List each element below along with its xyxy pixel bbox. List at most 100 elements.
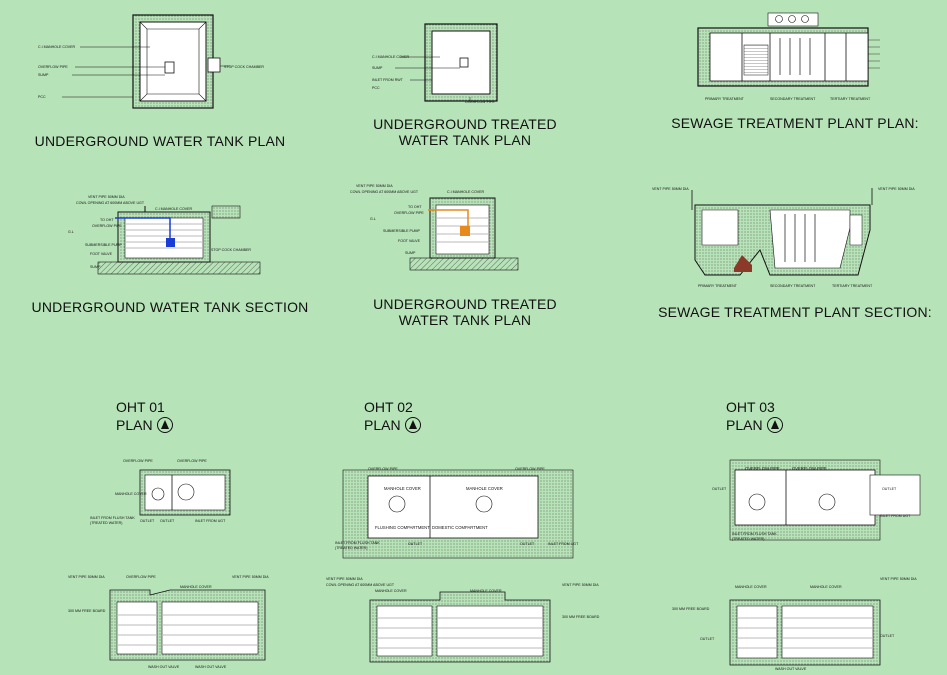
label-vent-pipe: VENT PIPE 50MM DIA [880, 577, 917, 581]
water-lines [378, 617, 542, 649]
title-stp-plan: SEWAGE TREATMENT PLANT PLAN: [671, 115, 919, 131]
title-line: UNDERGROUND TREATED [373, 116, 557, 132]
label-wash-out-valve: WASH OUT VALVE [195, 665, 227, 669]
label-treated-water: (TREATED WATER) [732, 537, 764, 541]
primary-chamber [701, 209, 739, 246]
label-free-board: 300 MM FREE BOARD [68, 609, 106, 613]
label-vent-pipe: VENT PIPE 50MM DIA [68, 575, 105, 579]
title-stp-section: SEWAGE TREATMENT PLANT SECTION: [658, 304, 932, 320]
label-inlet-from-ugt: INLET FROM UGT [195, 519, 226, 523]
label-tertiary-treatment: TERTIARY TREATMENT [830, 97, 871, 101]
label-manhole-cover: MANHOLE COVER [470, 589, 502, 593]
label-to-oht: TO OHT [408, 205, 422, 209]
label-manhole-cover: MANHOLE COVER [810, 585, 842, 589]
oht-name: OHT 02 [364, 399, 413, 415]
label-submersible-pump: SUBMERSIBLE PUMP [383, 229, 421, 233]
label-outlet: OUTLET [880, 634, 895, 638]
label-foot-valve: FOOT VALVE [90, 252, 113, 256]
label-primary-treatment: PRIMARY TREATMENT [698, 284, 738, 288]
side-chamber [869, 474, 921, 516]
oht02-section-drawing: VENT PIPE 50MM DIA COWL OPENING AT 600MM… [326, 577, 600, 663]
label-overflow-pipe: OVERFLOW PIPE [92, 224, 122, 228]
plan-line [139, 93, 207, 102]
secondary-chamber [769, 209, 851, 269]
ug-tank-plan-drawing: C.I MANHOLE COVER OVERFLOW PIPE SUMP PCC… [38, 14, 264, 109]
label-inlet-from-flush-tank: INLET FROM FLUSH TANK [732, 532, 777, 536]
label-overflow-pipe: OVERFLOW PIPE [515, 467, 545, 471]
north-arrow-icon [766, 417, 783, 433]
oht01-section-drawing: VENT PIPE 50MM DIA OVERFLOW PIPE MANHOLE… [68, 575, 269, 669]
label-primary-treatment: PRIMARY TREATMENT [705, 97, 745, 101]
ground-base [97, 261, 261, 275]
water-lines [738, 617, 872, 649]
blower-icon [775, 15, 783, 23]
label-manhole-cover: MANHOLE COVER [735, 585, 767, 589]
label-secondary-treatment: SECONDARY TREATMENT [770, 97, 816, 101]
stp-section-drawing: VENT PIPE 50MM DIA VENT PIPE 50MM DIA PR… [652, 187, 915, 288]
compartment [376, 605, 433, 657]
label-manhole-cover: MANHOLE COVER [180, 585, 212, 589]
label-overflow-pipe: OVERFLOW PIPE [394, 211, 424, 215]
label-inlet-from-flush-tank: INLET FROM FLUSH TANK [335, 541, 380, 545]
label-vent-pipe: VENT PIPE 50MM DIA [562, 583, 599, 587]
label-outlet: OUTLET [882, 487, 897, 491]
label-overflow-pipe: OVERFLOW PIPE [126, 575, 156, 579]
label-submersible-pump: SUBMERSIBLE PUMP [85, 243, 123, 247]
label-outlet: OUTLET [140, 519, 155, 523]
label-outlet: OUTLET [520, 542, 535, 546]
oht02-plan-drawing: OVERFLOW PIPE OVERFLOW PIPE MANHOLE COVE… [335, 467, 579, 559]
oht01-plan-drawing: OVERFLOW PIPE OVERFLOW PIPE MANHOLE COVE… [90, 459, 231, 525]
blower-icon [801, 15, 809, 23]
ug-treated-tank-plan-drawing: C.I MANHOLE COVER SUMP INLET FROM RWT PC… [372, 23, 498, 104]
submersible-pump [166, 238, 175, 247]
label-vent-pipe: VENT PIPE 50MM DIA [652, 187, 689, 191]
label-cowl-opening: COWL OPENING AT 600MM ABOVE UGT [350, 190, 419, 194]
label-free-board: 300 MM FREE BOARD [562, 615, 600, 619]
tank-water [124, 217, 204, 259]
stp-inner [709, 32, 869, 82]
ug-treated-tank-section-drawing: VENT PIPE 50MM DIA COWL OPENING AT 600MM… [350, 184, 519, 271]
title-ug-treated-plan: UNDERGROUND TREATED WATER TANK PLAN [350, 116, 580, 148]
label-ci-manhole-cover: C.I MANHOLE COVER [155, 207, 193, 211]
label-vent-pipe: VENT PIPE 50MM DIA [326, 577, 363, 581]
label-sump: SUMP [38, 73, 49, 77]
compartment [161, 601, 259, 655]
title-line: UNDERGROUND TREATED [373, 296, 557, 312]
label-treated-water: (TREATED WATER) [90, 521, 122, 525]
label-sump: SUMP [90, 265, 101, 269]
manhole-icon [748, 493, 766, 511]
label-tertiary-treatment: TERTIARY TREATMENT [832, 284, 873, 288]
oht-name: OHT 03 [726, 399, 775, 415]
title-ug-treated-section: UNDERGROUND TREATED WATER TANK PLAN [350, 296, 580, 328]
water-lines [118, 614, 257, 646]
compartment [116, 601, 158, 655]
label-sump: SUMP [405, 251, 416, 255]
label-overflow-pipe: OVERFLOW PIPE [177, 459, 207, 463]
label-flushing-compartment: FLUSHING COMPARTMENT [375, 525, 430, 530]
label-outlet: OUTLET [700, 637, 715, 641]
label-manhole-cover: MANHOLE COVER [115, 492, 147, 496]
label-inlet-from-ugt: INLET FROM UGT [880, 514, 911, 518]
ug-tank-section-drawing: VENT PIPE 50MM DIA COWL OPENING AT 600MM… [68, 195, 261, 275]
label-outlet: OUTLET [160, 519, 175, 523]
label-stop-cock-chamber: STOP COCK CHAMBER [224, 65, 264, 69]
manhole-icon [818, 493, 836, 511]
label-overflow-pipe: OVERFLOW PIPE [368, 467, 398, 471]
tertiary-filters [849, 214, 863, 246]
label-outlet: OUTLET [408, 542, 423, 546]
oht-name: OHT 01 [116, 399, 165, 415]
north-arrow-icon [404, 417, 421, 433]
label-manhole-cover: MANHOLE COVER [375, 589, 407, 593]
submersible-pump [460, 226, 470, 236]
oht-sub-label: PLAN [726, 417, 763, 433]
label-wash-out-valve: WASH OUT VALVE [148, 665, 180, 669]
label-vent-pipe: VENT PIPE 50MM DIA [878, 187, 915, 191]
manhole-icon [151, 487, 165, 501]
title-line: WATER TANK PLAN [398, 312, 532, 328]
label-overflow-pipe: OVERFLOW PIPE [123, 459, 153, 463]
label-domestic-compartment: DOMESTIC COMPARTMENT [432, 525, 488, 530]
plan-line [139, 21, 207, 30]
compartment [781, 605, 874, 659]
label-secondary-treatment: SECONDARY TREATMENT [770, 284, 816, 288]
